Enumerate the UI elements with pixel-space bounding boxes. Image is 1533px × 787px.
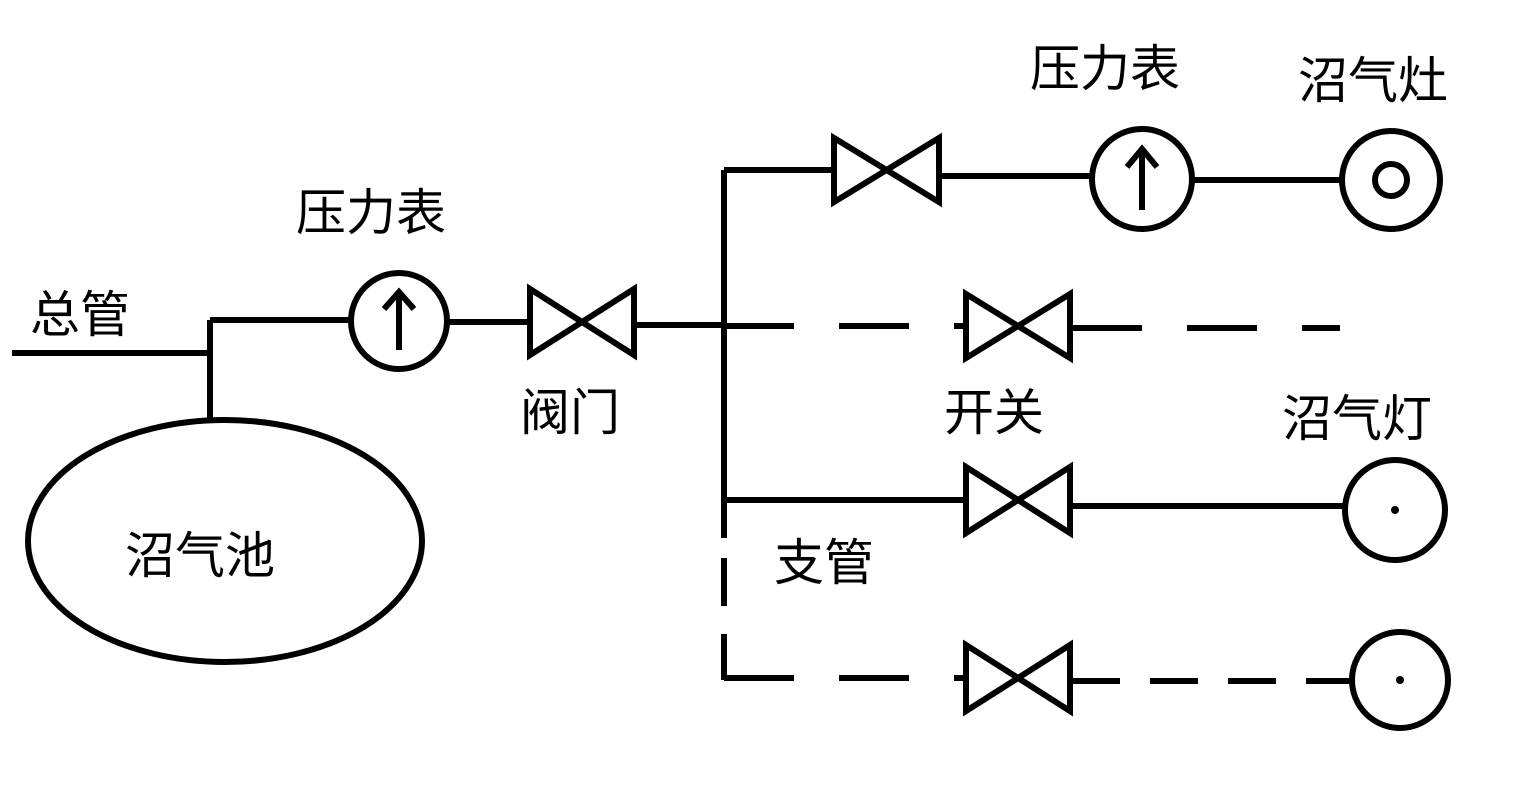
biogas-lamp [1342, 457, 1448, 563]
gauge-arrowhead-stove [1124, 144, 1160, 169]
label-gauge-main: 压力表 [296, 184, 446, 242]
biogas-lamp-2 [1349, 629, 1451, 731]
pressure-gauge-main [348, 270, 450, 372]
lamp-center-dot [1391, 506, 1399, 514]
top-branch-valve [831, 132, 942, 208]
label-branch-pipe: 支管 [774, 534, 874, 592]
switch-valve [963, 288, 1073, 364]
biogas-stove [1339, 128, 1443, 232]
label-lamp: 沼气灯 [1282, 390, 1432, 448]
main-valve [527, 283, 637, 361]
stove-burner [1372, 161, 1410, 199]
label-gauge-stove: 压力表 [1030, 40, 1180, 98]
biogas-tank [25, 417, 425, 665]
gauge-arrowhead-main [381, 287, 417, 311]
label-tank: 沼气池 [125, 527, 275, 585]
label-main-valve: 阀门 [520, 384, 620, 442]
lamp-2-center-dot [1396, 676, 1404, 684]
label-stove: 沼气灶 [1298, 52, 1448, 110]
label-switch: 开关 [944, 384, 1044, 442]
label-main-pipe: 总管 [30, 286, 130, 344]
fourth-branch-valve [963, 639, 1073, 717]
lamp-valve [963, 461, 1073, 539]
